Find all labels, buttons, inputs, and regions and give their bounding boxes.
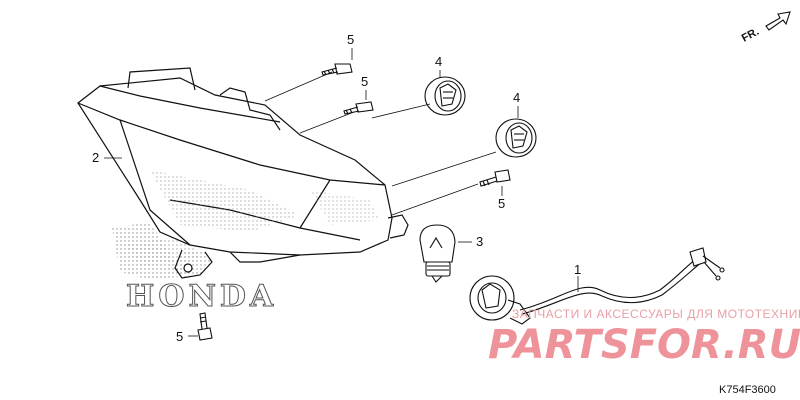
bolt-upper-2 [343,101,374,115]
diagram-reference-code: K754F3600 [719,384,776,396]
honda-brand-mark: HONDA [126,279,277,314]
bolt-upper-1 [321,63,353,76]
grommet-lower [495,118,537,158]
direction-label: FR. [740,26,761,45]
callout-bulb: 3 [476,234,483,249]
front-direction-indicator: FR. [740,11,791,45]
socket-wire-harness [469,247,725,325]
grommet-upper [424,76,466,116]
bolt-bottom [197,312,213,341]
tail-light-bulb [419,224,456,283]
front-arrow-icon [765,11,791,31]
callout-bolt-upper-2: 5 [361,74,368,89]
callout-grommet-upper: 4 [435,54,442,69]
tail-light-housing [77,67,409,279]
callout-harness: 1 [574,262,581,277]
callout-grommet-lower: 4 [513,90,520,105]
bolt-right [479,169,511,187]
leader-lines [104,48,579,337]
watermark: ЗАПЧАСТИ И АКСЕССУАРЫ ДЛЯ МОТОТЕХНИКИ PA… [488,307,800,368]
honda-wing-logo: HONDA [112,222,277,315]
callout-bolt-bottom: 5 [176,329,183,344]
watermark-brand: PARTSFOR.RU [488,322,800,368]
callout-bolt-right: 5 [498,196,505,211]
watermark-tagline: ЗАПЧАСТИ И АКСЕССУАРЫ ДЛЯ МОТОТЕХНИКИ [512,307,800,321]
callout-lens-housing: 2 [92,150,99,165]
callout-bolt-upper-1: 5 [347,32,354,47]
